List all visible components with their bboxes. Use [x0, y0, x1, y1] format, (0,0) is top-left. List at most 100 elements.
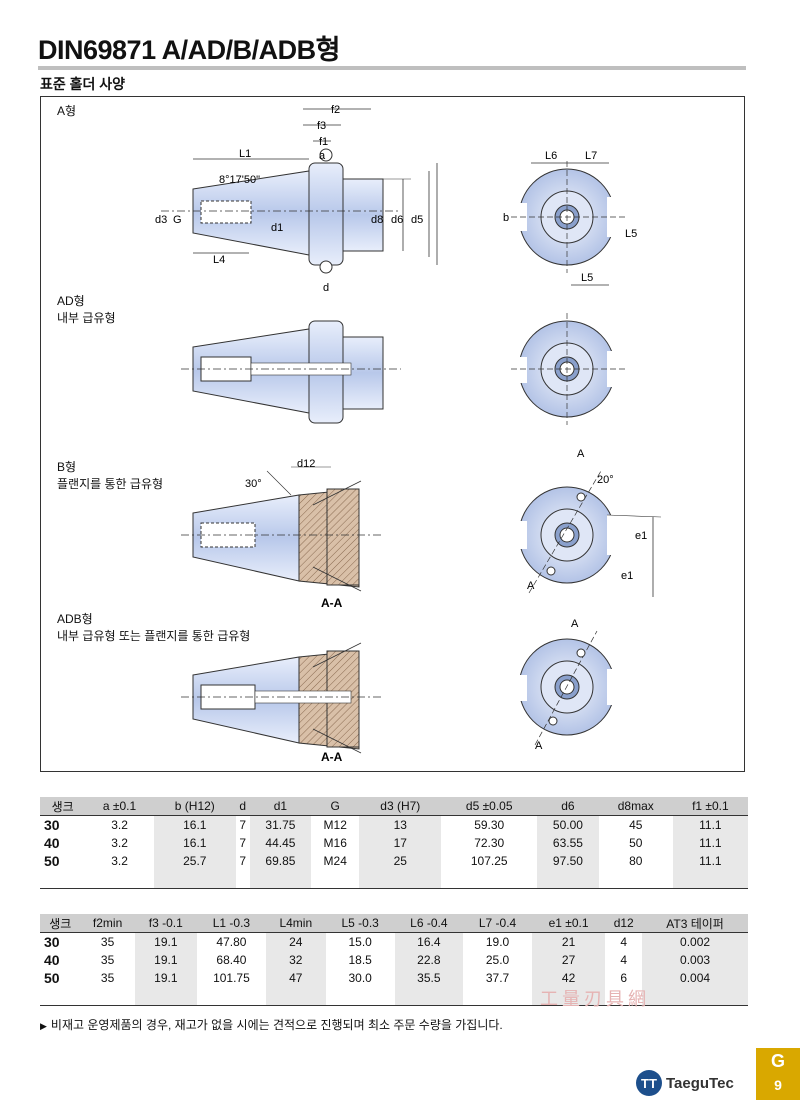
section-label: A-A: [321, 596, 343, 610]
column-header: f1 ±0.1: [672, 797, 748, 816]
table-cell: [441, 870, 537, 889]
page-title: DIN69871 A/AD/B/ADB형: [38, 35, 340, 65]
section-marker: A: [577, 448, 585, 460]
table-cell: 16.1: [153, 834, 236, 852]
type-adb-desc: 내부 급유형 또는 플랜지를 통한 급유형: [57, 629, 251, 643]
dim-label: d5: [411, 214, 423, 226]
table-cell: 11.1: [672, 834, 748, 852]
table-cell: 37.7: [485, 971, 510, 985]
table-cell: 68.40: [216, 953, 247, 967]
type-adb-front-view: [513, 630, 621, 746]
table-cell: 3.2: [111, 854, 128, 868]
shank-size-cell: 40: [40, 834, 86, 852]
table-cell: [236, 870, 250, 889]
table-cell: [134, 987, 198, 1006]
type-b-side-view: [181, 466, 381, 592]
column-header: 생크: [40, 914, 81, 933]
dim-label: d8: [371, 214, 383, 226]
column-header: AT3 테이퍼: [642, 914, 748, 933]
shank-size-cell: 50: [40, 969, 81, 987]
angle-label: 20°: [597, 474, 614, 486]
column-header: L1 -0.3: [197, 914, 266, 933]
column-header: e1 ±0.1: [531, 914, 606, 933]
column-header: L5 -0.3: [325, 914, 395, 933]
table-cell: 30.0: [348, 971, 372, 985]
table-cell: [265, 987, 326, 1006]
table-cell: 47.80: [216, 935, 247, 949]
table-cell: 19.0: [485, 935, 510, 949]
table-cell: 35: [100, 953, 115, 967]
table-cell: [40, 870, 86, 889]
table-cell: 44.45: [249, 834, 312, 852]
column-header: d3 (H7): [359, 797, 442, 816]
diagram-panel: L1 8°17'50" d3 G d1 L4 f2 f3 f1 a d d8 d…: [40, 96, 745, 772]
table-cell: 13: [359, 815, 442, 834]
table-cell: 27: [531, 951, 606, 969]
table-cell: 97.50: [537, 852, 599, 870]
technical-drawings: L1 8°17'50" d3 G d1 L4 f2 f3 f1 a d d8 d…: [155, 104, 662, 764]
table-cell: 16.1: [153, 815, 236, 834]
table-cell: 47: [265, 969, 326, 987]
column-header: L7 -0.4: [463, 914, 532, 933]
table-cell: 16.4: [394, 932, 464, 951]
column-header: d1: [249, 797, 312, 816]
brand-name: TaeguTec: [666, 1074, 734, 1092]
column-header: b (H12): [153, 797, 236, 816]
dim-label: f1: [319, 136, 328, 148]
table-cell: [40, 987, 81, 1006]
dim-label: b: [503, 212, 509, 224]
type-ad-front-view: [511, 313, 625, 425]
brand-logo: TT TaeguTec: [636, 1070, 734, 1096]
column-header: L6 -0.4: [394, 914, 464, 933]
triangle-bullet-icon: ▶: [40, 1021, 47, 1031]
table-cell: 19.1: [134, 951, 198, 969]
dim-label: L1: [239, 148, 251, 160]
table-cell: 22.8: [394, 951, 464, 969]
table-cell: 107.25: [470, 854, 508, 868]
section-label: A-A: [321, 750, 343, 764]
type-a-side-view: [161, 108, 438, 274]
dim-label: e1: [621, 570, 633, 582]
table-cell: 35: [100, 935, 115, 949]
table-cell: 59.30: [474, 818, 505, 832]
shank-size-cell: 50: [40, 852, 86, 870]
table-cell: 31.75: [249, 815, 312, 834]
column-header: f3 -0.1: [134, 914, 198, 933]
shank-size-cell: 30: [40, 815, 86, 834]
type-adb-side-view: [181, 642, 381, 754]
section-marker: A: [535, 740, 543, 752]
table-cell: 21: [531, 932, 606, 951]
column-header: d8max: [598, 797, 673, 816]
table-cell: M16: [323, 836, 347, 850]
column-header: d5 ±0.05: [441, 797, 538, 816]
table-cell: 42: [531, 969, 606, 987]
table-cell: 18.5: [348, 953, 372, 967]
dim-label: d1: [271, 222, 283, 234]
dim-label: L7: [585, 150, 597, 162]
section-marker: A: [527, 580, 535, 592]
section-subtitle: 표준 홀더 사양: [40, 76, 126, 92]
table-cell: 35.5: [394, 969, 464, 987]
dim-label: f2: [331, 104, 340, 116]
type-b-front-view: [513, 470, 662, 597]
table-cell: [249, 870, 312, 889]
type-b-label: B형: [57, 460, 77, 474]
table-cell: 25: [359, 852, 442, 870]
table-cell: 80: [629, 854, 643, 868]
dim-label: d6: [391, 214, 403, 226]
table-cell: [672, 870, 748, 889]
dim-label: d: [323, 282, 329, 294]
table-cell: 6: [620, 971, 628, 985]
table-cell: 19.1: [134, 932, 198, 951]
table-cell: 4: [620, 935, 628, 949]
column-header: d: [235, 797, 250, 816]
table-cell: [81, 987, 135, 1006]
tab-letter: G: [770, 1051, 785, 1071]
table-cell: 0.004: [642, 969, 748, 987]
table-cell: 17: [359, 834, 442, 852]
